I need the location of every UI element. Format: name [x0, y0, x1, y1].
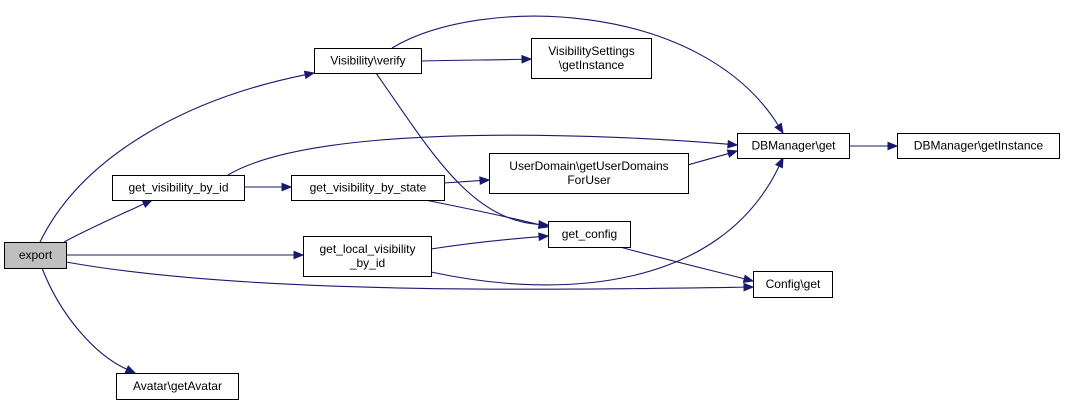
node-label: _by_id: [349, 256, 385, 270]
edge-line: [375, 72, 540, 225]
node-box: [897, 133, 1060, 159]
node-avatar_getavatar[interactable]: Avatar\getAvatar: [116, 373, 239, 400]
node-box: [753, 271, 833, 298]
arrowhead-icon: [887, 141, 899, 151]
edges-layer: [39, 15, 899, 374]
edge-line: [430, 165, 780, 286]
edge-export-to-get_visibility_by_id: [63, 199, 154, 243]
node-dbmanager_getinstance[interactable]: DBManager\getInstance: [897, 133, 1060, 159]
arrowhead-icon: [303, 70, 316, 80]
node-label: get_visibility_by_state: [310, 181, 427, 195]
node-get_visibility_by_state[interactable]: get_visibility_by_state: [291, 175, 445, 201]
node-label: get_visibility_by_id: [128, 181, 228, 195]
node-box: [531, 38, 652, 79]
edge-line: [41, 267, 128, 370]
edge-export-to-visibility_verify: [39, 70, 316, 243]
arrowhead-icon: [124, 365, 137, 374]
node-visibility_settings_getinstance[interactable]: VisibilitySettings\getInstance: [531, 38, 652, 79]
node-box: [489, 153, 689, 194]
edge-line: [420, 58, 523, 62]
edge-export-to-avatar_getavatar: [41, 267, 137, 374]
edge-line: [65, 261, 745, 290]
node-label: Avatar\getAvatar: [133, 379, 222, 393]
arrowhead-icon: [141, 199, 154, 208]
edge-visibility_verify-to-visibility_settings_getinstance: [420, 54, 533, 64]
node-label: export: [19, 248, 53, 262]
arrowhead-icon: [537, 220, 550, 229]
node-get_visibility_by_id[interactable]: get_visibility_by_id: [112, 175, 245, 201]
arrowhead-icon: [281, 182, 293, 192]
arrowhead-icon: [727, 139, 739, 149]
node-label: \getInstance: [559, 58, 625, 72]
arrowhead-icon: [521, 54, 533, 64]
edge-line: [443, 180, 481, 184]
node-box: [4, 242, 67, 269]
node-box: [291, 175, 445, 201]
arrowhead-icon: [774, 156, 784, 169]
node-label: VisibilitySettings: [548, 44, 634, 58]
arrowhead-icon: [742, 274, 755, 283]
edge-line: [39, 74, 306, 243]
node-label: Visibility\verify: [330, 54, 405, 68]
edge-dbmanager_get-to-dbmanager_getinstance: [849, 141, 899, 151]
node-box: [303, 236, 432, 277]
node-box: [737, 133, 850, 159]
edge-get_local_visibility_by_id-to-get_config: [430, 232, 550, 250]
arrowhead-icon: [774, 122, 784, 135]
edge-get_local_visibility_by_id-to-dbmanager_get: [430, 156, 784, 286]
node-label: DBManager\get: [751, 139, 836, 153]
edge-export-to-get_local_visibility_by_id: [66, 250, 305, 260]
node-label: Config\get: [766, 277, 821, 291]
node-box: [112, 175, 245, 201]
arrowhead-icon: [726, 149, 739, 158]
arrowhead-icon: [479, 176, 491, 185]
node-label: get_config: [562, 227, 617, 241]
edge-line: [63, 203, 145, 243]
edge-get_visibility_by_state-to-userdomain_getuserdomainsforuser: [443, 176, 491, 185]
arrowhead-icon: [743, 282, 755, 292]
edge-get_visibility_by_id-to-dbmanager_get: [227, 134, 739, 176]
edge-line: [687, 153, 729, 166]
node-get_config[interactable]: get_config: [548, 221, 631, 248]
node-box: [314, 48, 422, 74]
edge-get_visibility_by_id-to-get_visibility_by_state: [243, 182, 293, 192]
edge-line: [391, 15, 779, 126]
node-label: ForUser: [567, 173, 610, 187]
edge-visibility_verify-to-get_config: [375, 72, 550, 229]
arrowhead-icon: [538, 232, 550, 242]
edge-get_config-to-config_get: [619, 246, 755, 283]
nodes-layer: export Visibility\verify VisibilitySetting…: [4, 38, 1060, 400]
node-box: [116, 373, 239, 400]
node-get_local_visibility_by_id[interactable]: get_local_visibility_by_id: [303, 236, 432, 277]
edge-line: [619, 246, 745, 280]
edge-line: [430, 236, 540, 250]
node-label: get_local_visibility: [319, 242, 415, 256]
node-label: UserDomain\getUserDomains: [509, 159, 668, 173]
node-box: [548, 221, 631, 248]
arrowhead-icon: [293, 250, 305, 260]
edge-export-to-config_get: [65, 261, 755, 292]
node-config_get[interactable]: Config\get: [753, 271, 833, 298]
edge-get_visibility_by_state-to-get_config: [424, 199, 550, 229]
node-export[interactable]: export: [4, 242, 67, 269]
edge-line: [424, 199, 540, 226]
edge-line: [227, 134, 729, 176]
edge-userdomain_getuserdomainsforuser-to-dbmanager_get: [687, 149, 739, 166]
edge-visibility_verify-to-dbmanager_get: [391, 15, 784, 135]
node-dbmanager_get[interactable]: DBManager\get: [737, 133, 850, 159]
node-label: DBManager\getInstance: [914, 139, 1044, 153]
node-visibility_verify[interactable]: Visibility\verify: [314, 48, 422, 74]
